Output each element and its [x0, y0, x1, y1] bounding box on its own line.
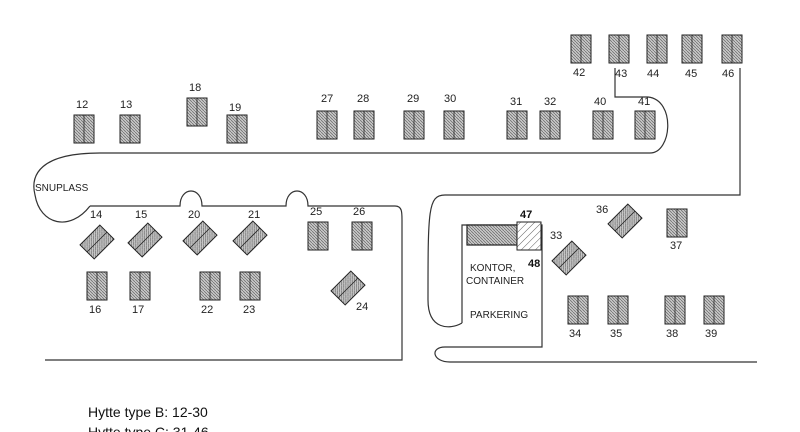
road-upper	[100, 68, 669, 154]
cabin-27[interactable]: 27	[316, 93, 338, 140]
turnaround-label: SNUPLASS	[35, 183, 89, 194]
cabin-12-label: 12	[76, 99, 88, 111]
cabin-12[interactable]: 12	[73, 99, 95, 144]
cabin-45[interactable]: 45	[681, 34, 703, 80]
cabin-33[interactable]: 33	[550, 230, 587, 276]
cabin-46-label: 46	[722, 68, 734, 80]
cabin-16-label: 16	[89, 304, 101, 316]
cabin-24-label: 24	[356, 301, 368, 313]
cabin-31-label: 31	[510, 96, 522, 108]
cabin-19-label: 19	[229, 102, 241, 114]
cabin-39[interactable]: 39	[703, 295, 725, 340]
cabin-15-label: 15	[135, 209, 147, 221]
cabin-36-label: 36	[596, 204, 608, 216]
cabin-31[interactable]: 31	[506, 96, 528, 140]
cabin-42[interactable]: 42	[570, 34, 592, 79]
cabin-21[interactable]: 21	[232, 209, 268, 256]
cabin-35[interactable]: 35	[607, 295, 629, 340]
cabin-30-label: 30	[444, 93, 456, 105]
building-47[interactable]	[466, 224, 518, 246]
cabin-15-divider	[134, 229, 156, 251]
cabin-22[interactable]: 22	[199, 271, 221, 316]
cabin-25-label: 25	[310, 206, 322, 218]
cabin-24[interactable]: 24	[330, 270, 368, 313]
legend-line-1: Hytte type B: 12-30	[88, 404, 208, 420]
cabin-27-label: 27	[321, 93, 333, 105]
cabin-14-label: 14	[90, 209, 102, 221]
cabin-18[interactable]: 18	[186, 82, 208, 127]
cabin-46[interactable]: 46	[721, 34, 743, 80]
cabin-28-label: 28	[357, 93, 369, 105]
cabin-18-label: 18	[189, 82, 201, 94]
roads	[33, 68, 757, 363]
cabin-40-label: 40	[594, 96, 606, 108]
cabin-14[interactable]: 14	[79, 209, 115, 260]
cabin-33-divider	[558, 247, 580, 269]
cabin-22-label: 22	[201, 304, 213, 316]
cabin-33-label: 33	[550, 230, 562, 242]
cabin-43[interactable]: 43	[608, 34, 630, 80]
cabin-34[interactable]: 34	[567, 295, 589, 340]
cabin-43-label: 43	[615, 68, 627, 80]
cabin-36[interactable]: 36	[596, 203, 643, 239]
cabin-25[interactable]: 25	[307, 206, 329, 251]
cabin-26[interactable]: 26	[351, 206, 373, 251]
cabin-32[interactable]: 32	[539, 96, 561, 140]
cabin-16[interactable]: 16	[86, 271, 108, 316]
office-label-line1: KONTOR,	[470, 263, 515, 274]
cabin-15[interactable]: 15	[127, 209, 163, 258]
cabin-17-label: 17	[132, 304, 144, 316]
cabin-13-label: 13	[120, 99, 132, 111]
cabin-41-label: 41	[638, 96, 650, 108]
road-middle	[45, 190, 403, 361]
office-label-line2: CONTAINER	[466, 276, 524, 287]
cabin-28[interactable]: 28	[353, 93, 375, 140]
cabin-23[interactable]: 23	[239, 271, 261, 316]
cabin-30[interactable]: 30	[443, 93, 465, 140]
cabin-19[interactable]: 19	[226, 102, 248, 144]
parking-label: PARKERING	[470, 310, 528, 321]
road-snuplass-loop	[33, 152, 101, 223]
cabin-14-divider	[86, 231, 108, 253]
cabin-29[interactable]: 29	[403, 93, 425, 140]
cabin-26-label: 26	[353, 206, 365, 218]
cabin-21-label: 21	[248, 209, 260, 221]
cabin-38[interactable]: 38	[664, 295, 686, 340]
building-48-label: 48	[528, 258, 540, 270]
cabin-38-label: 38	[666, 328, 678, 340]
cabin-20-label: 20	[188, 209, 200, 221]
cabin-29-label: 29	[407, 93, 419, 105]
cabin-39-label: 39	[705, 328, 717, 340]
office-buildings: 47 48	[466, 209, 542, 270]
road-parking	[434, 224, 757, 363]
cabin-42-label: 42	[573, 67, 585, 79]
cabin-37-label: 37	[670, 240, 682, 252]
cabin-20[interactable]: 20	[182, 209, 218, 256]
cabin-40[interactable]: 40	[592, 96, 614, 140]
cabin-41[interactable]: 41	[634, 96, 656, 140]
cabin-45-label: 45	[685, 68, 697, 80]
cabin-13[interactable]: 13	[119, 99, 141, 144]
cabin-20-divider	[189, 227, 211, 249]
building-47-label: 47	[520, 209, 532, 221]
cabin-37[interactable]: 37	[666, 208, 688, 252]
cabin-17[interactable]: 17	[129, 271, 151, 316]
cabin-23-label: 23	[243, 304, 255, 316]
cabins-layer: 12 13 18 19 27 28 29 30 31 32 40 41 42 43 44 45 46 14 15 20…	[73, 34, 743, 340]
road-right	[427, 68, 741, 328]
cabin-44[interactable]: 44	[646, 34, 668, 80]
cabin-44-label: 44	[647, 68, 659, 80]
cabin-24-divider	[337, 277, 359, 299]
cabin-21-divider	[239, 227, 261, 249]
legend-line-2: Hytte type C: 31-46	[88, 424, 209, 432]
cabin-35-label: 35	[610, 328, 622, 340]
cabin-34-label: 34	[569, 328, 581, 340]
cabin-36-divider	[614, 210, 636, 232]
building-48[interactable]	[516, 221, 542, 251]
cabin-32-label: 32	[544, 96, 556, 108]
